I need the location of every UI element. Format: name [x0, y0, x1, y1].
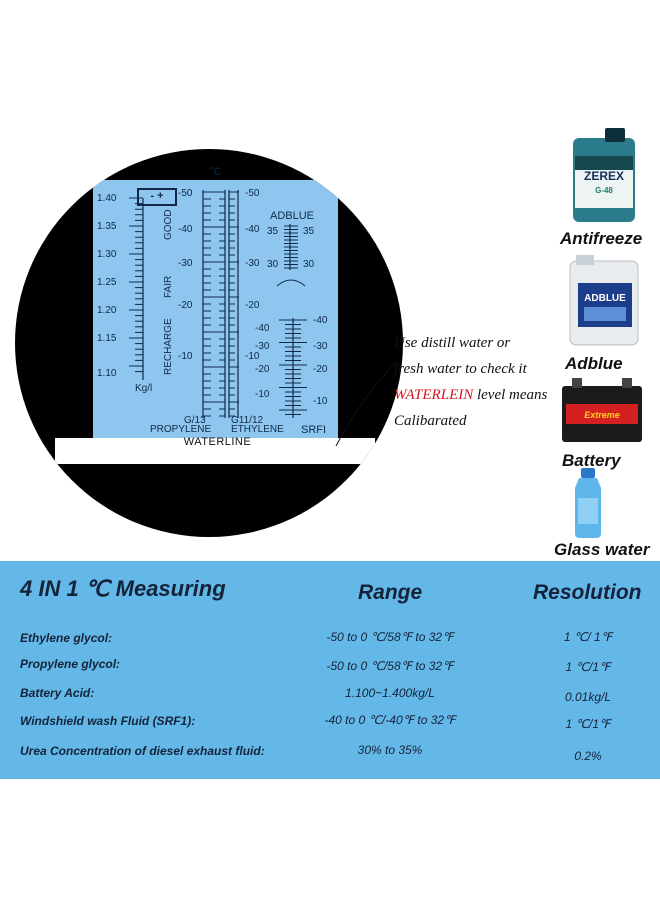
battery-brand: Extreme	[584, 410, 620, 420]
waterline-label: WATERLINE	[183, 436, 252, 448]
srfi-tick-right: -20	[313, 364, 328, 375]
table-row-resolution: 0.2%	[574, 749, 602, 763]
note-line-1: Use distill water or	[394, 335, 511, 351]
propylene-code: G/13	[184, 415, 206, 426]
propylene-tick-label: -30	[178, 258, 193, 269]
note-line-2: fresh water to check it	[394, 361, 527, 377]
propylene-tick-label: -10	[178, 351, 193, 362]
srfi-tick-right: -40	[313, 315, 328, 326]
kgl-tick-label: 1.10	[97, 368, 117, 379]
reticle-scales	[129, 190, 307, 418]
table-row-range: 1.100~1.400kg/L	[345, 686, 435, 700]
battery-symbol-icon: - +	[137, 188, 177, 206]
header-measuring: 4 IN 1 ℃ Measuring	[20, 576, 226, 601]
table-row-resolution: 0.01kg/L	[564, 690, 612, 704]
adblue-tick-right: 30	[303, 259, 315, 270]
propylene-name: PROPYLENE	[150, 424, 212, 435]
adblue-tick-left: 35	[267, 226, 279, 237]
product-label-adblue: Adblue	[565, 354, 623, 373]
kgl-tick-label: 1.25	[97, 277, 117, 288]
zone-recharge: RECHARGE	[163, 318, 174, 375]
product-label-battery: Battery	[562, 451, 621, 470]
propylene-tick-label: -40	[178, 224, 193, 235]
srfi-name: SRFI	[301, 424, 327, 436]
refractometer-reticle-screen: - + °C 1.40 1.35 1.30 1.25 1.20 1.15 1.1…	[93, 166, 338, 438]
srfi-tick-left: -30	[255, 341, 270, 352]
note-highlight: WATERLEIN	[394, 387, 474, 403]
table-row-name: Propylene glycol:	[20, 657, 121, 671]
windshield-wiper-icon	[276, 279, 306, 287]
table-row-name: Urea Concentration of diesel exhaust flu…	[20, 744, 265, 758]
adblue-container-image: ADBLUE	[569, 255, 639, 346]
calibration-note: Use distill water or fresh water to chec…	[394, 330, 574, 434]
srfi-tick-left: -10	[255, 389, 270, 400]
table-row-range: -50 to 0 ℃/58℉ to 32℉	[326, 630, 454, 644]
kgl-tick-label: 1.20	[97, 305, 117, 316]
antifreeze-jug-image: ZEREX G-48	[573, 128, 635, 222]
ethylene-tick-label: -50	[245, 188, 260, 199]
table-row-name: Battery Acid:	[20, 686, 95, 700]
note-line-3: WATERLEIN level means	[394, 382, 574, 408]
header-resolution: Resolution	[533, 581, 642, 604]
product-label-glass-water: Glass water	[554, 540, 650, 559]
zone-good: GOOD	[163, 209, 174, 240]
pointer-line	[335, 361, 397, 447]
srfi-tick-right: -10	[313, 396, 328, 407]
table-row-resolution: 1 ℃/1℉	[565, 660, 611, 674]
adblue-tick-left: 30	[267, 259, 279, 270]
kgl-tick-label: 1.15	[97, 333, 117, 344]
srfi-tick-left: -20	[255, 364, 270, 375]
note-line-3-rest: level means	[473, 387, 548, 403]
waterline-band	[55, 438, 375, 464]
ethylene-tick-label: -30	[245, 258, 260, 269]
ethylene-code: G11/12	[231, 415, 264, 426]
ethylene-tick-label: -20	[245, 300, 260, 311]
celsius-label: °C	[209, 166, 222, 178]
antifreeze-sub: G-48	[595, 186, 613, 195]
glass-water-bottle-image	[575, 468, 601, 538]
srfi-tick-right: -30	[313, 341, 328, 352]
table-row-resolution: 1 ℃/ 1℉	[563, 630, 613, 644]
ethylene-tick-label: -10	[245, 351, 260, 362]
note-line-4: Calibarated	[394, 413, 467, 429]
adblue-tick-right: 35	[303, 226, 315, 237]
adblue-label: ADBLUE	[270, 210, 315, 222]
battery-image: Extreme	[562, 378, 642, 442]
antifreeze-brand: ZEREX	[584, 169, 624, 183]
refractometer-view: - + °C 1.40 1.35 1.30 1.25 1.20 1.15 1.1…	[15, 149, 403, 537]
propylene-tick-label: -20	[178, 300, 193, 311]
kgl-tick-label: 1.30	[97, 249, 117, 260]
kgl-unit: Kg/l	[135, 383, 153, 394]
srfi-tick-left: -40	[255, 323, 270, 334]
table-row-resolution: 1 ℃/1℉	[565, 717, 611, 731]
table-row-range: 30% to 35%	[357, 743, 423, 757]
table-row-name: Ethylene glycol:	[20, 631, 113, 645]
zone-fair: FAIR	[163, 275, 174, 298]
kgl-tick-label: 1.35	[97, 221, 117, 232]
table-row-range: -40 to 0 ℃/-40℉ to 32℉	[324, 713, 456, 727]
table-row-name: Windshield wash Fluid (SRF1):	[20, 714, 196, 728]
ethylene-tick-label: -40	[245, 224, 260, 235]
product-label-antifreeze: Antifreeze	[560, 229, 643, 248]
ethylene-name: ETHYLENE	[231, 424, 284, 435]
adblue-brand: ADBLUE	[584, 293, 626, 304]
propylene-tick-label: -50	[178, 188, 193, 199]
header-range: Range	[358, 581, 423, 604]
measuring-table: 4 IN 1 ℃ Measuring Range Resolution Ethy…	[0, 561, 660, 779]
kgl-tick-label: 1.40	[97, 193, 117, 204]
table-row-range: -50 to 0 ℃/58℉ to 32℉	[326, 659, 454, 673]
